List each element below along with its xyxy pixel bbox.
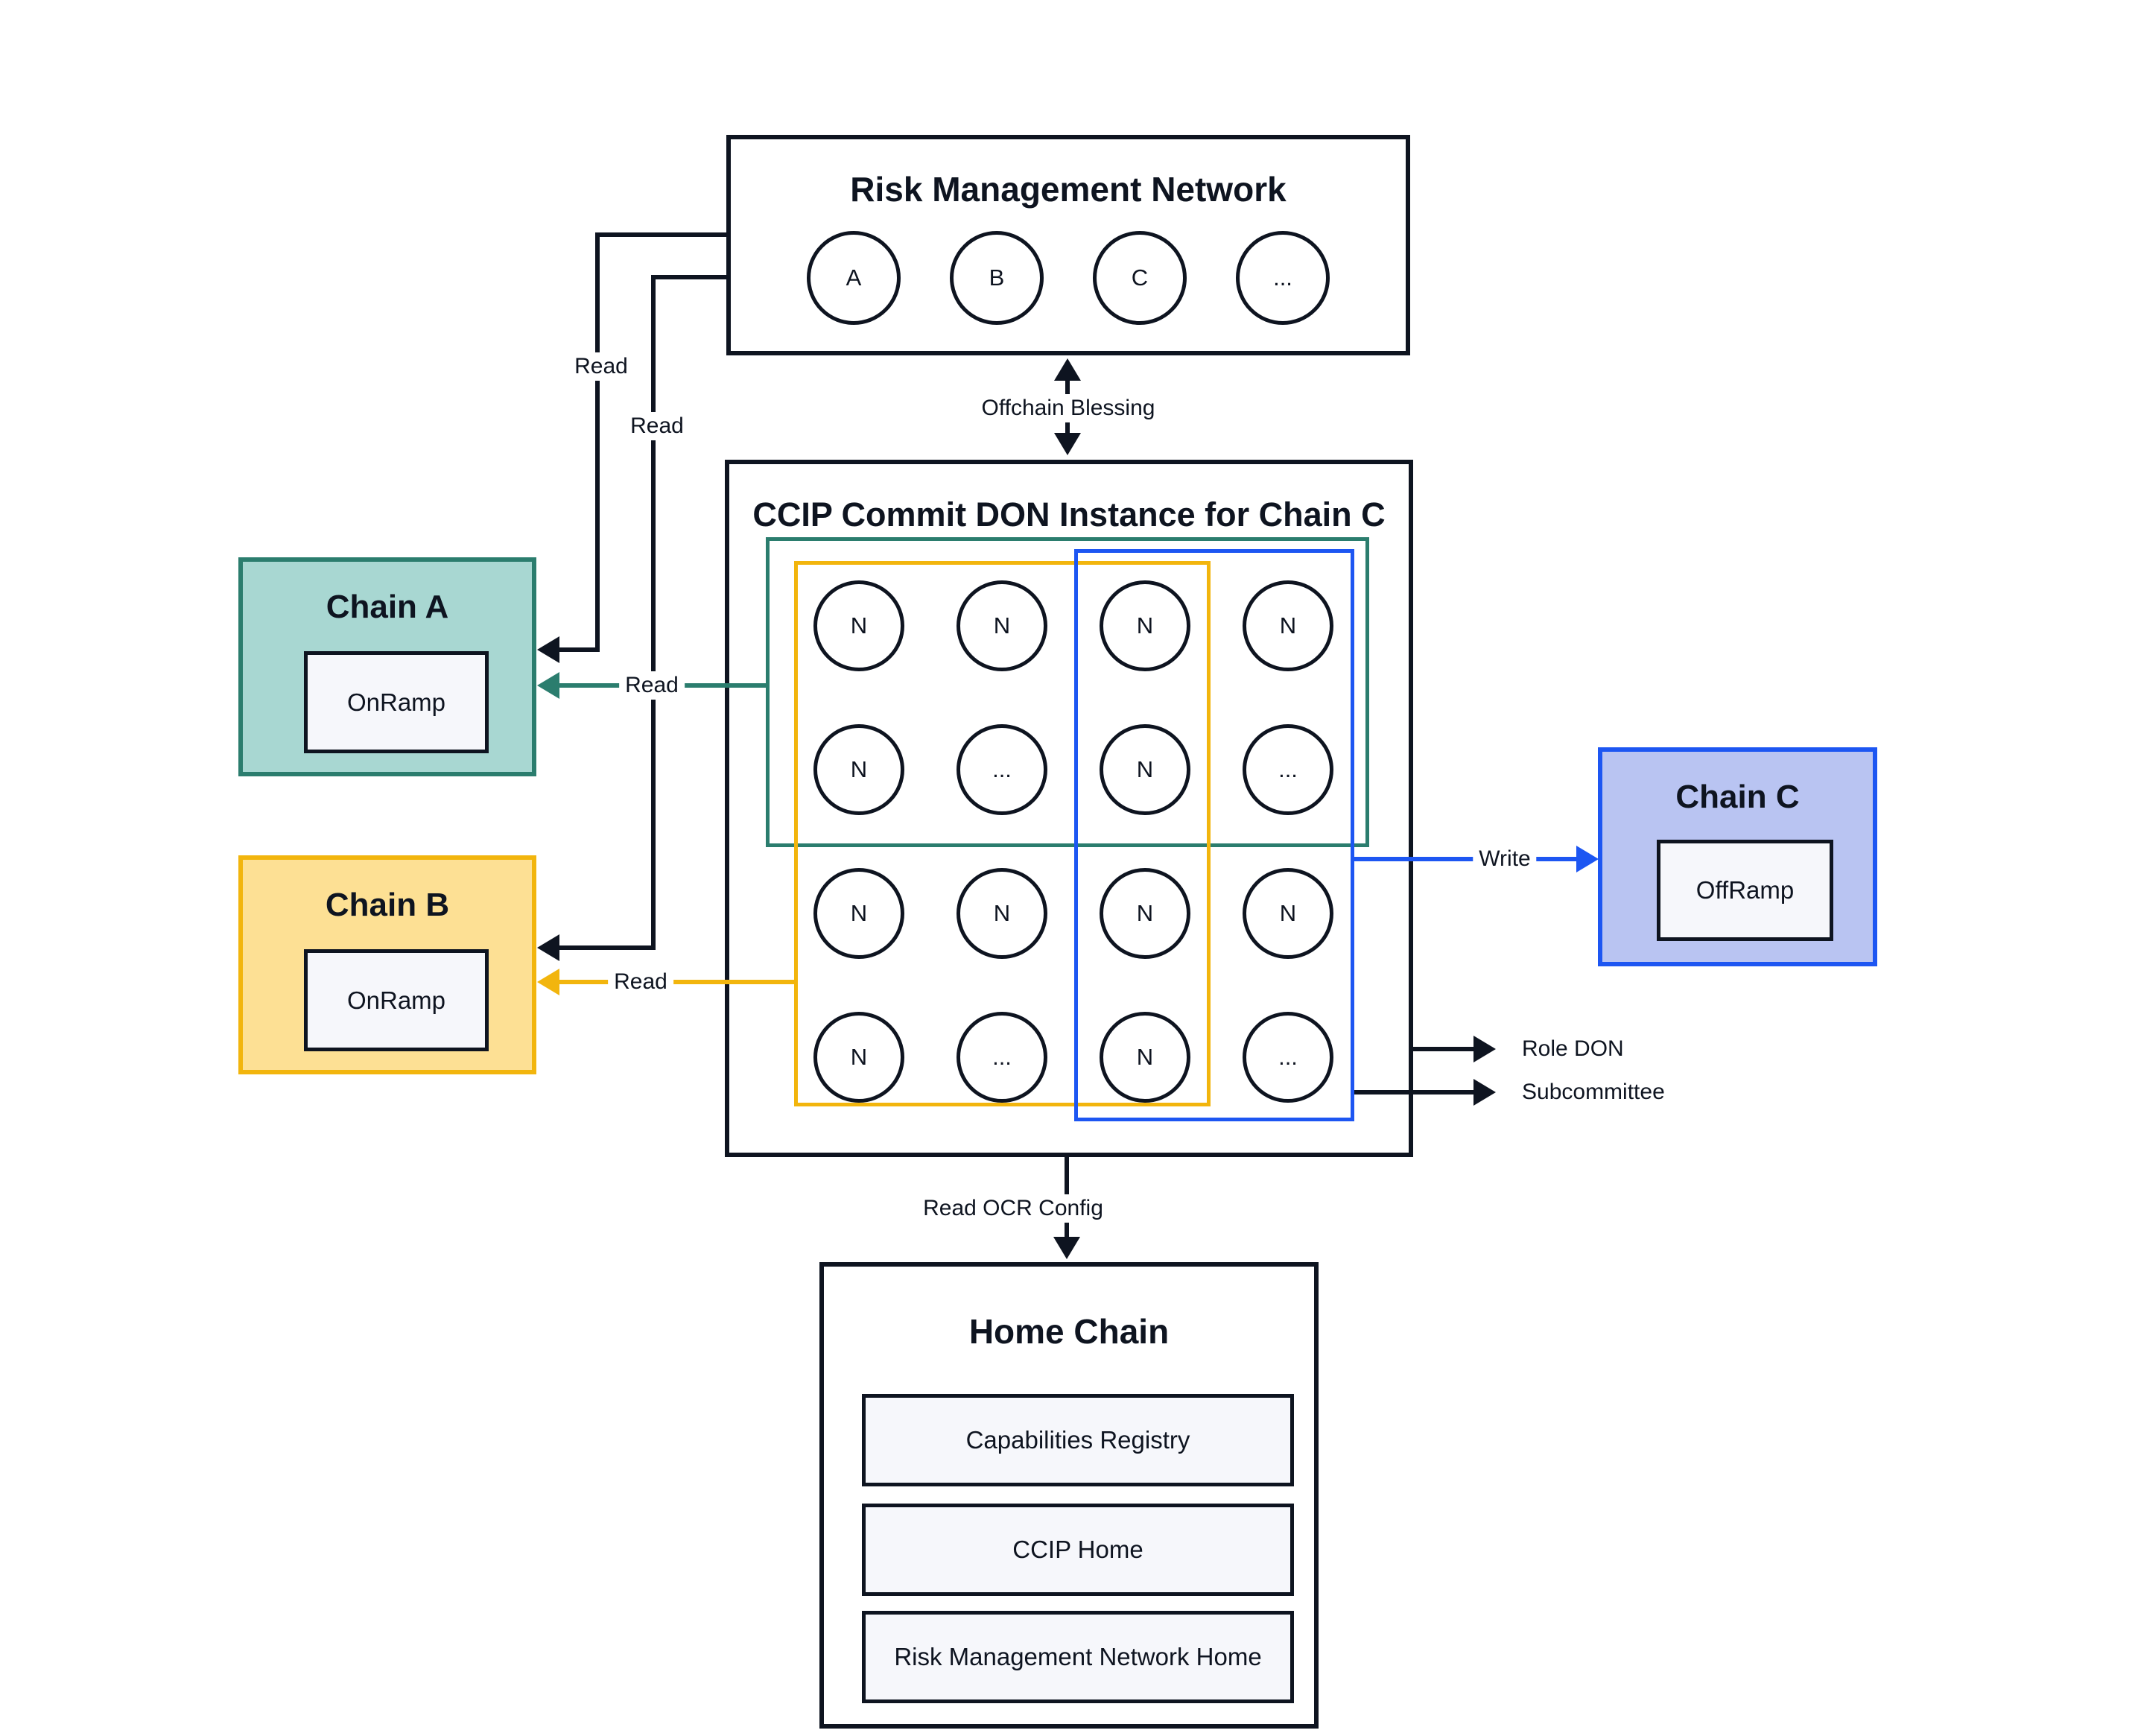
don-node-label: ... [1278,1044,1298,1070]
don-node-label: N [1136,612,1154,639]
don-node-label: ... [992,756,1012,782]
don-node-label: ... [1278,756,1298,782]
risk-management-network-title: Risk Management Network [850,170,1287,209]
rmn-node-a-label: A [846,264,862,291]
don-node-label: N [993,612,1011,639]
don-node: N [813,580,904,671]
rmn-home-label: Risk Management Network Home [894,1643,1262,1670]
commit-don-title: CCIP Commit DON Instance for Chain C [752,495,1386,533]
don-node-label: N [850,900,868,926]
rmn-node-row: A B C ... [731,231,1406,325]
don-node: ... [957,1012,1047,1103]
don-node: N [813,868,904,959]
chain-c-title: Chain C [1675,779,1800,815]
don-node-label: N [1279,900,1297,926]
chain-a-title: Chain A [326,589,449,625]
don-node-label: N [1136,900,1154,926]
ccip-home-box: CCIP Home [862,1504,1294,1596]
don-node: ... [1243,1012,1333,1103]
risk-management-network-box: Risk Management Network A B C ... [726,135,1410,355]
don-node-label: N [850,1044,868,1070]
read-label-don-chain-a: Read [619,671,685,700]
don-node: N [1100,724,1190,815]
rmn-home-box: Risk Management Network Home [862,1611,1294,1703]
don-node: N [813,1012,904,1103]
chain-b-onramp-box: OnRamp [304,949,489,1051]
write-label: Write [1473,845,1537,873]
rmn-node-more: ... [1236,231,1330,325]
home-chain-title: Home Chain [968,1312,1170,1351]
don-node-label: N [993,900,1011,926]
subset-rect-blue [1074,549,1354,1121]
chain-b-box: Chain B OnRamp [238,855,536,1074]
don-node-label: N [1279,612,1297,639]
commit-don-box: CCIP Commit DON Instance for Chain C N N… [725,460,1413,1157]
don-node-label: ... [992,1044,1012,1070]
rmn-node-c: C [1093,231,1187,325]
don-node-label: N [850,756,868,782]
subset-rect-yellow [794,561,1211,1106]
don-node: ... [957,724,1047,815]
read-label-rmn-chain-a: Read [568,352,634,381]
don-node: N [1100,868,1190,959]
rmn-node-c-label: C [1131,264,1149,291]
subcommittee-label: Subcommittee [1516,1078,1671,1106]
rmn-node-a: A [807,231,901,325]
don-node-label: N [850,612,868,639]
chain-b-title: Chain B [325,887,450,923]
don-node: N [957,868,1047,959]
home-chain-box: Home Chain Capabilities Registry CCIP Ho… [819,1262,1319,1729]
read-label-rmn-chain-b: Read [624,412,690,440]
chain-c-box: Chain C OffRamp [1598,747,1877,966]
role-don-label: Role DON [1516,1035,1630,1063]
don-node: N [1100,580,1190,671]
rmn-node-more-label: ... [1273,264,1292,291]
don-node: N [1100,1012,1190,1103]
chain-c-offramp-box: OffRamp [1657,840,1833,941]
don-node: N [1243,580,1333,671]
rmn-node-b: B [950,231,1044,325]
offchain-blessing-label: Offchain Blessing [975,394,1161,422]
don-node: N [813,724,904,815]
chain-a-onramp-label: OnRamp [346,688,446,716]
don-node: N [957,580,1047,671]
read-label-don-chain-b: Read [608,968,673,996]
chain-a-box: Chain A OnRamp [238,557,536,776]
ccip-home-label: CCIP Home [1012,1536,1143,1563]
capabilities-registry-label: Capabilities Registry [965,1426,1190,1454]
chain-c-offramp-label: OffRamp [1695,876,1795,904]
subset-rect-teal [766,537,1369,847]
connector-rmn-read-chain-a [537,232,726,663]
read-ocr-config-label: Read OCR Config [917,1194,1109,1223]
rmn-node-b-label: B [989,264,1005,291]
don-node: N [1243,868,1333,959]
don-node-grid: N N N N N ... N ... N N N N N ... N ... [813,580,1333,1103]
connector-role-don [1413,1036,1496,1062]
don-node-label: N [1136,1044,1154,1070]
chain-b-onramp-label: OnRamp [346,986,446,1014]
capabilities-registry-box: Capabilities Registry [862,1394,1294,1486]
don-node-label: N [1136,756,1154,782]
don-node: ... [1243,724,1333,815]
chain-a-onramp-box: OnRamp [304,651,489,753]
